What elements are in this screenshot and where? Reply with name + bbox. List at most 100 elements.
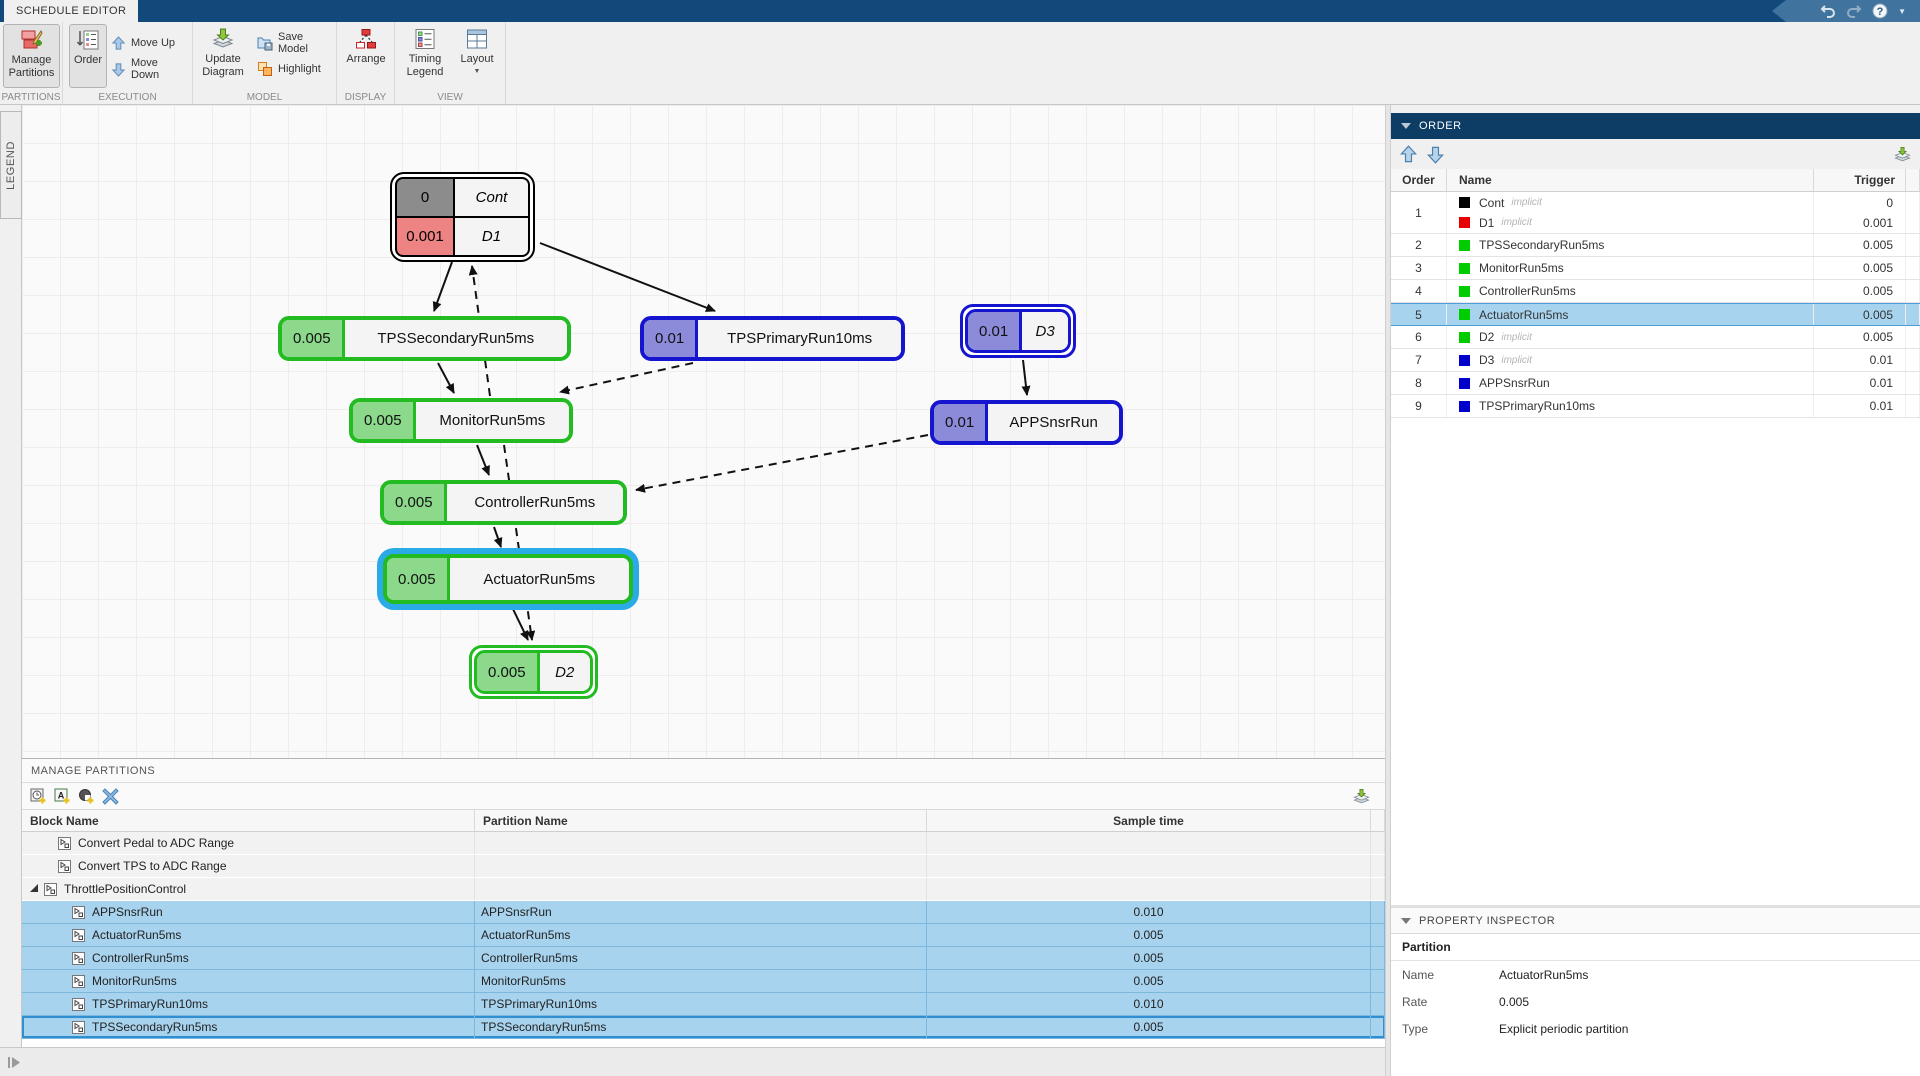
property-label: Name — [1402, 967, 1435, 982]
edge-actuator-to-d2[interactable] — [511, 606, 529, 641]
edge-tps-primary-to-monitor[interactable] — [559, 362, 694, 395]
block-name-cell: ActuatorRun5ms — [92, 928, 182, 942]
move-up-button[interactable]: Move Up — [107, 32, 179, 54]
add-event-partition-icon[interactable] — [78, 788, 95, 805]
order-table-row-5[interactable]: 5 ActuatorRun5ms 0.005 — [1391, 303, 1920, 326]
expand-panel-icon[interactable] — [7, 1056, 23, 1069]
column-header-trigger[interactable]: Trigger — [1814, 169, 1906, 191]
legend-tab[interactable]: LEGEND — [0, 111, 22, 219]
edge-monitor-to-controller[interactable] — [476, 444, 490, 476]
order-row-name: ActuatorRun5ms — [1479, 307, 1569, 322]
diagram-block-tps-secondary[interactable]: 0.005 TPSSecondaryRun5ms — [278, 316, 571, 361]
column-header-block-name[interactable]: Block Name — [22, 810, 475, 831]
order-table-row-4[interactable]: 4 ControllerRun5ms 0.005 — [1391, 280, 1920, 303]
edge-appsnsr-to-controller[interactable] — [635, 434, 929, 493]
tab-schedule-editor[interactable]: SCHEDULE EDITOR — [4, 0, 139, 22]
export-order-icon[interactable] — [1893, 145, 1912, 164]
delete-partition-icon[interactable] — [102, 787, 119, 805]
ribbon-group-label-execution: EXECUTION — [98, 92, 157, 103]
help-icon[interactable]: ? — [1872, 3, 1888, 19]
quick-access-caret-icon[interactable]: ▼ — [1898, 6, 1906, 16]
simulink-block-icon — [72, 951, 85, 965]
move-down-label: Move Down — [131, 57, 160, 81]
edge-monitor-to-d2[interactable] — [503, 444, 536, 641]
manage-partitions-row-TPSSecondaryRun5ms[interactable]: TPSSecondaryRun5ms TPSSecondaryRun5ms 0.… — [22, 1016, 1385, 1039]
manage-partitions-row-Convert Pedal to ADC Range[interactable]: Convert Pedal to ADC Range — [22, 832, 1385, 855]
save-model-button[interactable]: Save Model — [253, 31, 336, 55]
partition-name-cell — [475, 878, 927, 900]
manage-partitions-row-ThrottlePositionControl[interactable]: ThrottlePositionControl — [22, 878, 1385, 901]
manage-partitions-button[interactable]: Manage Partitions — [3, 24, 60, 88]
column-header-partition-name[interactable]: Partition Name — [475, 810, 927, 831]
diagram-block-controller[interactable]: 0.005 ControllerRun5ms — [380, 480, 627, 525]
quick-access-toolbar: ? ▼ — [1772, 0, 1920, 22]
diagram-block-actuator[interactable]: 0.005 ActuatorRun5ms — [383, 554, 633, 604]
property-value[interactable]: Explicit periodic partition — [1499, 1021, 1629, 1036]
undo-icon[interactable] — [1820, 4, 1836, 18]
add-periodic-partition-icon[interactable] — [30, 788, 47, 805]
layout-button[interactable]: Layout ▼ — [453, 24, 501, 88]
order-table-row-3[interactable]: 3 MonitorRun5ms 0.005 — [1391, 257, 1920, 280]
order-label: Order — [73, 54, 103, 66]
order-move-up-icon[interactable] — [1399, 144, 1418, 164]
manage-partitions-row-TPSPrimaryRun10ms[interactable]: TPSPrimaryRun10ms TPSPrimaryRun10ms 0.01… — [22, 993, 1385, 1016]
block-name-label: TPSPrimaryRun10ms — [698, 320, 901, 357]
order-table-row-8[interactable]: 8 APPSnsrRun 0.01 — [1391, 372, 1920, 395]
tab-label: SCHEDULE EDITOR — [16, 5, 127, 17]
order-table-row-9[interactable]: 9 TPSPrimaryRun10ms 0.01 — [1391, 395, 1920, 418]
column-header-sample-time[interactable]: Sample time — [927, 810, 1371, 831]
order-button[interactable]: Order — [69, 24, 107, 88]
export-partitions-icon[interactable] — [1352, 787, 1371, 806]
order-row-trigger: 0.005 — [1862, 284, 1893, 298]
update-diagram-button[interactable]: Update Diagram — [195, 24, 251, 88]
diagram-block-d2-outer[interactable]: 0.005 D2 — [469, 645, 598, 699]
timing-legend-icon — [413, 27, 437, 51]
partition-name-cell: TPSSecondaryRun5ms — [475, 1016, 927, 1038]
order-row-name: D3 — [1479, 353, 1495, 367]
move-down-button[interactable]: Move Down — [107, 57, 192, 81]
order-table-row-6[interactable]: 6 D2 implicit 0.005 — [1391, 326, 1920, 349]
redo-icon[interactable] — [1846, 4, 1862, 18]
manage-partitions-row-Convert TPS to ADC Range[interactable]: Convert TPS to ADC Range — [22, 855, 1385, 878]
highlight-button[interactable]: Highlight — [253, 58, 325, 80]
order-row-name: TPSSecondaryRun5ms — [1479, 238, 1605, 252]
diagram-block-d3-outer[interactable]: 0.01 D3 — [960, 304, 1076, 358]
vertical-splitter[interactable] — [1385, 105, 1391, 1076]
timing-legend-button[interactable]: Timing Legend — [401, 24, 449, 88]
column-header-name[interactable]: Name — [1447, 169, 1814, 191]
manage-partitions-row-MonitorRun5ms[interactable]: MonitorRun5ms MonitorRun5ms 0.005 — [22, 970, 1385, 993]
manage-partitions-row-ControllerRun5ms[interactable]: ControllerRun5ms ControllerRun5ms 0.005 — [22, 947, 1385, 970]
diagram-block-tps-primary[interactable]: 0.01 TPSPrimaryRun10ms — [640, 316, 905, 361]
order-panel-header[interactable]: ORDER — [1391, 113, 1920, 139]
order-move-down-icon[interactable] — [1426, 145, 1445, 164]
edge-controller-to-actuator[interactable] — [493, 526, 503, 548]
diagram-block-d3[interactable]: 0.01 D3 — [965, 309, 1071, 353]
order-table-row-7[interactable]: 7 D3 implicit 0.01 — [1391, 349, 1920, 372]
arrange-button[interactable]: Arrange — [339, 24, 393, 88]
order-table-row-2[interactable]: 2 TPSSecondaryRun5ms 0.005 — [1391, 234, 1920, 257]
partition-name-cell — [475, 855, 927, 877]
edge-tps-secondary-to-monitor[interactable] — [437, 362, 455, 394]
ribbon-group-partitions: Manage Partitions PARTITIONS — [0, 22, 63, 104]
add-aperiodic-partition-icon[interactable]: A — [54, 788, 71, 805]
property-value[interactable]: 0.005 — [1499, 994, 1530, 1009]
diagram-block-d2[interactable]: 0.005 D2 — [474, 650, 593, 694]
edge-d3-to-appsnsr[interactable] — [1021, 359, 1031, 396]
ribbon-toolstrip: Manage Partitions PARTITIONS Order Move … — [0, 22, 1920, 105]
edge-cont-to-tps-primary[interactable] — [539, 242, 716, 312]
svg-text:A: A — [58, 790, 65, 800]
edge-monitor-to-cont[interactable] — [468, 265, 491, 397]
edge-cont-to-tps-secondary[interactable] — [432, 261, 453, 312]
manage-partitions-row-APPSnsrRun[interactable]: APPSnsrRun APPSnsrRun 0.010 — [22, 901, 1385, 924]
diagram-block-monitor[interactable]: 0.005 MonitorRun5ms — [349, 398, 573, 443]
column-header-order[interactable]: Order — [1391, 169, 1447, 191]
tree-expand-icon[interactable] — [30, 884, 38, 892]
diagram-block-appsnsr[interactable]: 0.01 APPSnsrRun — [930, 400, 1123, 445]
property-inspector-header[interactable]: PROPERTY INSPECTOR — [1391, 908, 1920, 934]
manage-partitions-row-ActuatorRun5ms[interactable]: ActuatorRun5ms ActuatorRun5ms 0.005 — [22, 924, 1385, 947]
property-value[interactable]: ActuatorRun5ms — [1499, 967, 1589, 982]
